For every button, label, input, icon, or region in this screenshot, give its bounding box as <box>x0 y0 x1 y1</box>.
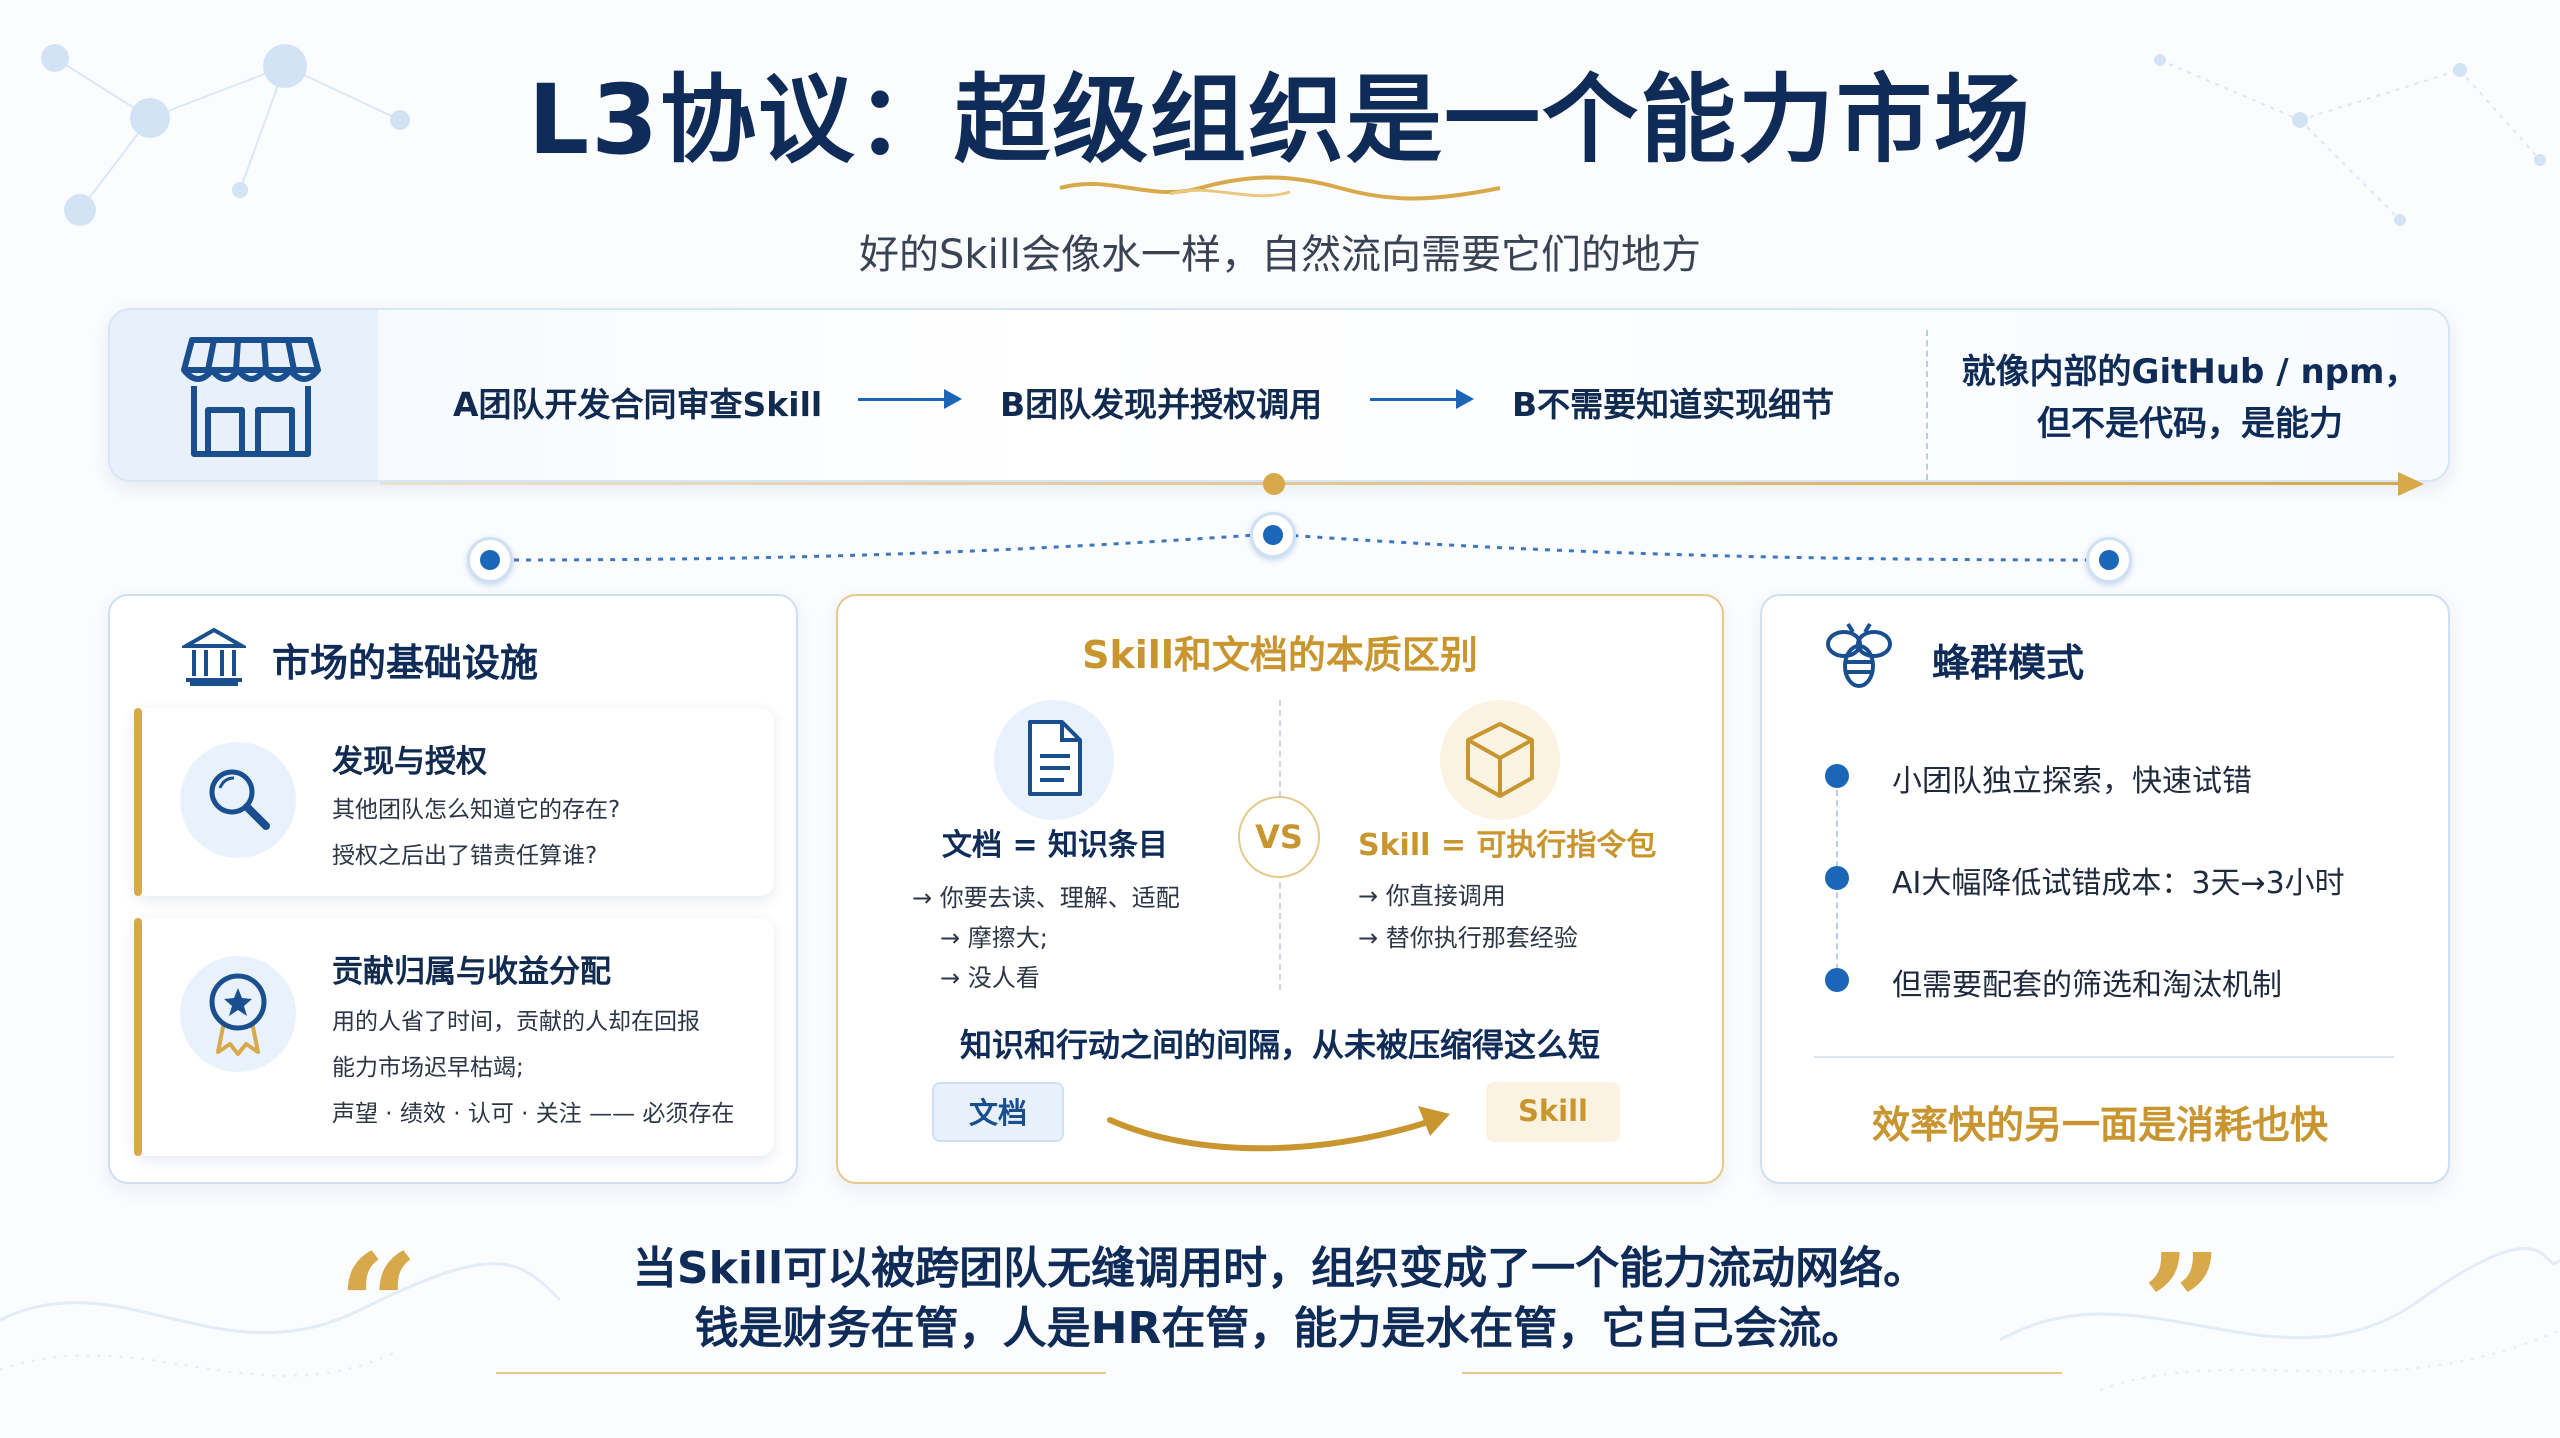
swarm-mode-card <box>1760 594 2450 1184</box>
page-subtitle: 好的Skill会像水一样，自然流向需要它们的地方 <box>859 232 1701 278</box>
skill-vs-doc-title: Skill和文档的本质区别 <box>1082 633 1478 677</box>
connector-node-left <box>467 537 513 583</box>
storefront-icon <box>181 337 321 457</box>
discovery-auth-line-2: 授权之后出了错责任算谁? <box>332 843 598 869</box>
discovery-auth-title: 发现与授权 <box>332 744 487 780</box>
item-accent-bar <box>134 708 142 896</box>
banner-note: 就像内部的GitHub / npm， 但不是代码，是能力 <box>1940 346 2440 450</box>
doc-pill: 文档 <box>932 1082 1064 1142</box>
vs-badge: VS <box>1238 796 1320 878</box>
search-icon-bg <box>180 742 296 858</box>
flow-banner <box>108 308 2450 482</box>
discovery-auth-line-1: 其他团队怎么知道它的存在? <box>332 797 621 823</box>
wave-decoration-right <box>2000 1246 2560 1391</box>
wave-decoration-left <box>0 1262 560 1377</box>
gold-arrowhead <box>2398 472 2424 496</box>
contribution-reward-line-1: 用的人省了时间，贡献的人却在回报 <box>332 1009 700 1035</box>
quote-rule-left <box>496 1372 1106 1374</box>
quote-line-1: 当Skill可以被跨团队无缝调用时，组织变成了一个能力流动网络。 <box>632 1243 1928 1294</box>
flow-step-b: B团队发现并授权调用 <box>1000 385 1323 424</box>
connector-node-right <box>2086 537 2132 583</box>
swarm-item-1: 小团队独立探索，快速试错 <box>1892 764 2252 799</box>
network-decoration-left <box>41 44 410 226</box>
quote-open-icon: “ <box>338 1224 419 1388</box>
doc-line-2: → 摩擦大; <box>940 924 1048 952</box>
search-icon <box>209 769 270 830</box>
skill-pill: Skill <box>1486 1082 1620 1142</box>
contribution-reward-line-3: 声望 · 绩效 · 认可 · 关注 —— 必须存在 <box>332 1101 735 1127</box>
gold-dot <box>1263 473 1285 495</box>
quote-line-2: 钱是财务在管，人是HR在管，能力是水在管，它自己会流。 <box>694 1303 1866 1354</box>
skill-line-1: → 你直接调用 <box>1358 882 1506 910</box>
skill-line-2: → 替你执行那套经验 <box>1358 924 1578 952</box>
swarm-item-3: 但需要配套的筛选和淘汰机制 <box>1892 968 2282 1003</box>
item-accent-bar <box>134 918 142 1156</box>
doc-line-1: → 你要去读、理解、适配 <box>912 884 1180 912</box>
transition-arrow <box>1107 1106 1450 1152</box>
document-icon <box>1028 720 1082 796</box>
contribution-reward-title: 贡献归属与收益分配 <box>332 954 611 990</box>
banner-separator <box>1926 330 1928 480</box>
swarm-bullet <box>1825 764 1849 788</box>
connector-node-center <box>1250 512 1296 558</box>
swarm-footer: 效率快的另一面是消耗也快 <box>1871 1103 2328 1147</box>
skill-label: Skill = 可执行指令包 <box>1358 828 1657 863</box>
doc-label: 文档 = 知识条目 <box>942 828 1169 863</box>
swarm-bullet <box>1825 866 1849 890</box>
doc-line-3: → 没人看 <box>940 964 1040 992</box>
quote-close-icon: ” <box>2142 1224 2223 1388</box>
flow-arrow-1 <box>858 389 962 409</box>
award-medal-icon <box>209 973 267 1056</box>
connector-dotted-line <box>489 532 2111 562</box>
swarm-bullet <box>1825 968 1849 992</box>
bee-icon <box>1826 622 1892 688</box>
quote-rule-right <box>1462 1372 2062 1374</box>
flow-step-c: B不需要知道实现细节 <box>1512 385 1835 424</box>
banner-note-line-2: 但不是代码，是能力 <box>2037 404 2343 444</box>
infrastructure-card-title: 市场的基础设施 <box>272 641 539 685</box>
gold-progress-line <box>380 482 2406 485</box>
contribution-reward-line-2: 能力市场迟早枯竭; <box>332 1055 524 1081</box>
swarm-item-2: AI大幅降低试错成本：3天→3小时 <box>1892 866 2345 901</box>
cube-package-icon <box>1466 722 1534 798</box>
banner-note-line-1: 就像内部的GitHub / npm， <box>1961 352 2419 392</box>
network-decoration-right <box>2154 54 2546 226</box>
title-wave-ornament <box>1059 175 1501 201</box>
page-title: L3协议：超级组织是一个能力市场 <box>528 64 2032 176</box>
swarm-divider <box>1814 1056 2394 1058</box>
bank-icon <box>182 627 246 686</box>
swarm-mode-title: 蜂群模式 <box>1932 641 2085 685</box>
flow-arrow-2 <box>1370 389 1474 409</box>
gap-summary: 知识和行动之间的间隔，从未被压缩得这么短 <box>959 1026 1600 1064</box>
flow-step-a: A团队开发合同审查Skill <box>453 385 823 424</box>
